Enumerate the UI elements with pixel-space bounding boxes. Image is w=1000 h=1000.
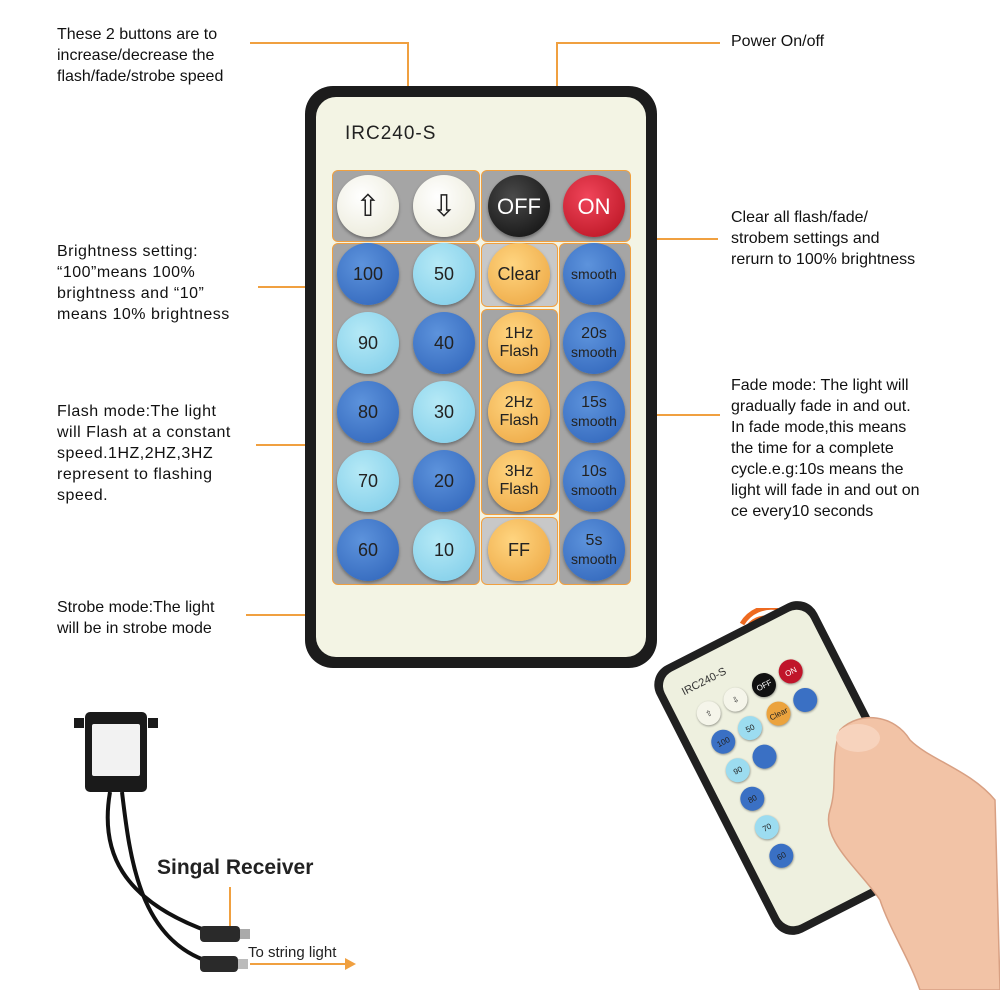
brightness-90-button[interactable]: 90 — [337, 312, 399, 374]
handheld-arrow-up: ⇧ — [692, 697, 725, 730]
thumb-tip — [836, 724, 880, 752]
leader-brightness — [258, 286, 332, 288]
brightness-30-button[interactable]: 30 — [413, 381, 475, 443]
receiver-cable-1 — [105, 791, 236, 937]
receiver-sticker — [92, 724, 140, 776]
smooth-button[interactable]: smooth — [563, 243, 625, 305]
handheld-80: 80 — [736, 782, 769, 815]
handheld-clear: Clear — [762, 697, 795, 730]
handheld-60: 60 — [765, 839, 798, 872]
arrow-up-icon: ⇧ — [355, 189, 381, 223]
connector-1-tip — [240, 929, 250, 939]
speed-down-button[interactable]: ⇩ — [413, 175, 475, 237]
connector-2 — [200, 956, 238, 972]
output-arrow-head — [345, 958, 356, 970]
clear-button[interactable]: Clear — [488, 243, 550, 305]
handheld-90: 90 — [721, 754, 754, 787]
handheld-off: OFF — [747, 668, 781, 702]
brightness-40-button[interactable]: 40 — [413, 312, 475, 374]
handheld-40 — [748, 740, 781, 773]
hand-shape — [827, 716, 1000, 990]
handheld-arrow-down: ⇩ — [719, 683, 752, 716]
brightness-60-button[interactable]: 60 — [337, 519, 399, 581]
strobe-ff-button[interactable]: FF — [488, 519, 550, 581]
annotation-fade: Fade mode: The light will gradually fade… — [731, 377, 920, 520]
handheld-50: 50 — [733, 711, 767, 745]
receiver-label: Singal Receiver — [157, 856, 314, 879]
brightness-80-button[interactable]: 80 — [337, 381, 399, 443]
leader-speed-h — [250, 42, 408, 44]
hand-illustration — [827, 716, 1000, 990]
annotation-speed: These 2 buttons are to increase/decrease… — [57, 26, 224, 85]
connector-2-tip — [238, 959, 248, 969]
string-light-label: To string light — [248, 944, 337, 961]
annotation-clear: Clear all flash/fade/ strobem settings a… — [731, 209, 916, 268]
speed-up-button[interactable]: ⇧ — [337, 175, 399, 237]
receiver-illustration — [74, 712, 356, 972]
arrow-down-icon: ⇩ — [431, 189, 457, 223]
receiver-ear-right — [148, 718, 158, 728]
receiver-cable-2 — [120, 791, 221, 966]
leader-power-h — [557, 42, 720, 44]
annotation-flash: Flash mode:The light will Flash at a con… — [57, 403, 231, 504]
brightness-100-button[interactable]: 100 — [337, 243, 399, 305]
handheld-100: 100 — [707, 725, 740, 758]
annotation-brightness: Brightness setting: “100”means 100% brig… — [57, 243, 230, 323]
annotation-power: Power On/off — [731, 33, 825, 50]
on-button[interactable]: ON — [563, 175, 625, 237]
connector-1 — [200, 926, 240, 942]
off-button[interactable]: OFF — [488, 175, 550, 237]
leader-fade — [632, 414, 720, 416]
receiver-ear-left — [74, 718, 84, 728]
brightness-50-button[interactable]: 50 — [413, 243, 475, 305]
annotation-strobe: Strobe mode:The light will be in strobe … — [57, 599, 215, 637]
handheld-70: 70 — [750, 811, 783, 844]
handheld-on: ON — [774, 655, 807, 688]
handheld-model-label: IRC240-S — [679, 665, 729, 699]
model-label: IRC240-S — [345, 123, 437, 144]
brightness-10-button[interactable]: 10 — [413, 519, 475, 581]
brightness-20-button[interactable]: 20 — [413, 450, 475, 512]
brightness-70-button[interactable]: 70 — [337, 450, 399, 512]
